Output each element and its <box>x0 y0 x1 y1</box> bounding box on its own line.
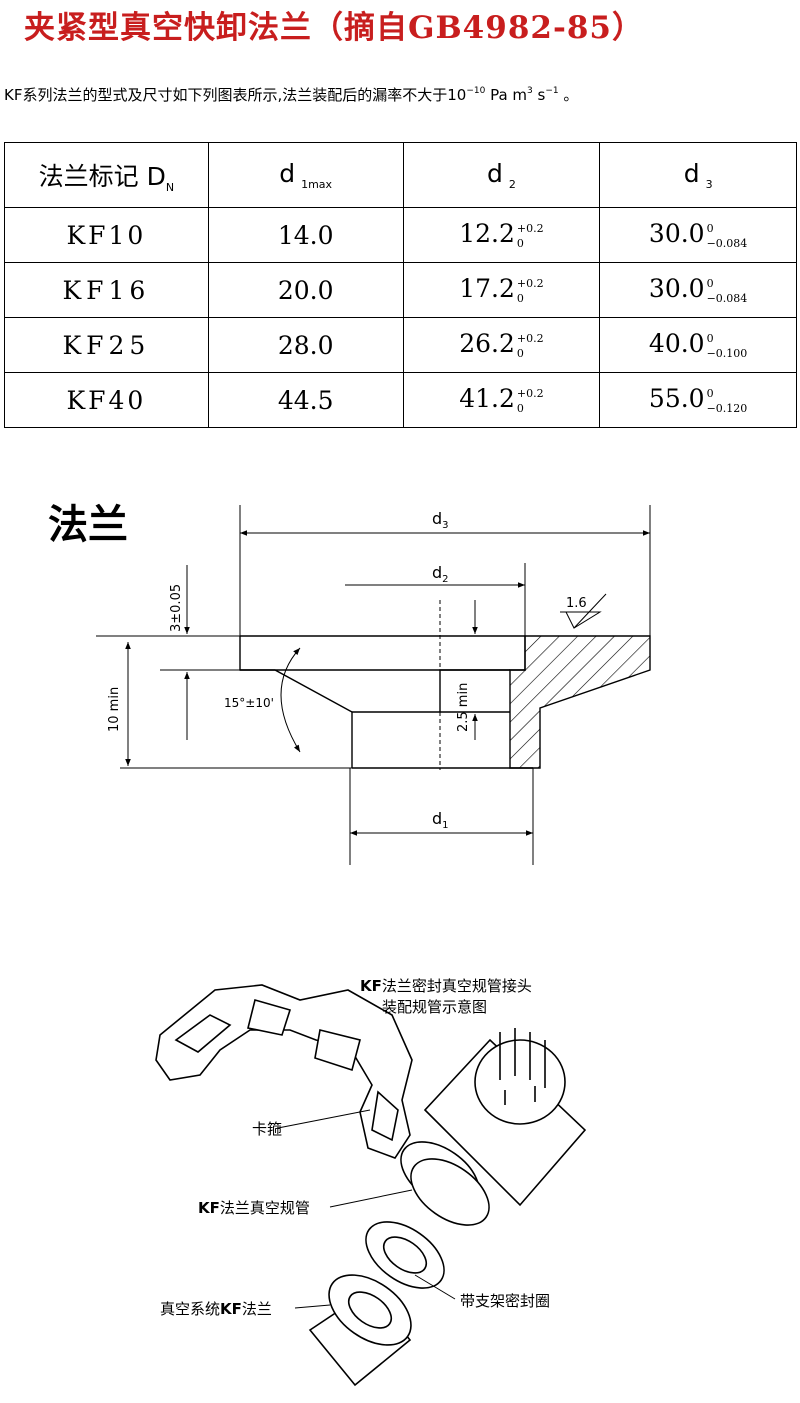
clamp-label: 卡箍 <box>252 1120 283 1138</box>
cell-d1: 20.0 <box>207 262 404 318</box>
assembly-subtitle: 装配规管示意图 <box>382 998 488 1016</box>
dim-d1-label: d1 <box>432 809 449 831</box>
dim-d2-label: d2 <box>432 563 449 585</box>
intro-text: KF系列法兰的型式及尺寸如下列图表所示,法兰装配后的漏率不大于10−10 Pa … <box>4 86 579 104</box>
page-title: 夹紧型真空快卸法兰（摘自GB4982-85） <box>24 10 644 46</box>
cell-mark: KF40 <box>4 372 209 428</box>
cell-d1: 14.0 <box>207 207 404 263</box>
dim-d3-label: d3 <box>432 509 449 531</box>
dim-thickness-label: 3±0.05 <box>169 584 184 632</box>
system-flange-label: 真空系统KF法兰 <box>160 1300 272 1318</box>
sealing-ring-label: 带支架密封圈 <box>460 1292 551 1310</box>
cell-mark: KF25 <box>4 317 209 373</box>
cell-mark: KF10 <box>4 207 209 263</box>
roughness-label: 1.6 <box>566 596 587 611</box>
cell-d1: 44.5 <box>207 372 404 428</box>
dim-groove-label: 2.5 min <box>456 683 471 732</box>
assembly-title: KF法兰密封真空规管接头 <box>360 977 532 995</box>
dim-height-label: 10 min <box>107 687 122 732</box>
flange-drawing-label: 法兰 <box>48 502 128 548</box>
cell-mark: KF16 <box>4 262 209 318</box>
dim-angle-label: 15°±10' <box>224 696 274 710</box>
gauge-label: KF法兰真空规管 <box>198 1199 310 1217</box>
